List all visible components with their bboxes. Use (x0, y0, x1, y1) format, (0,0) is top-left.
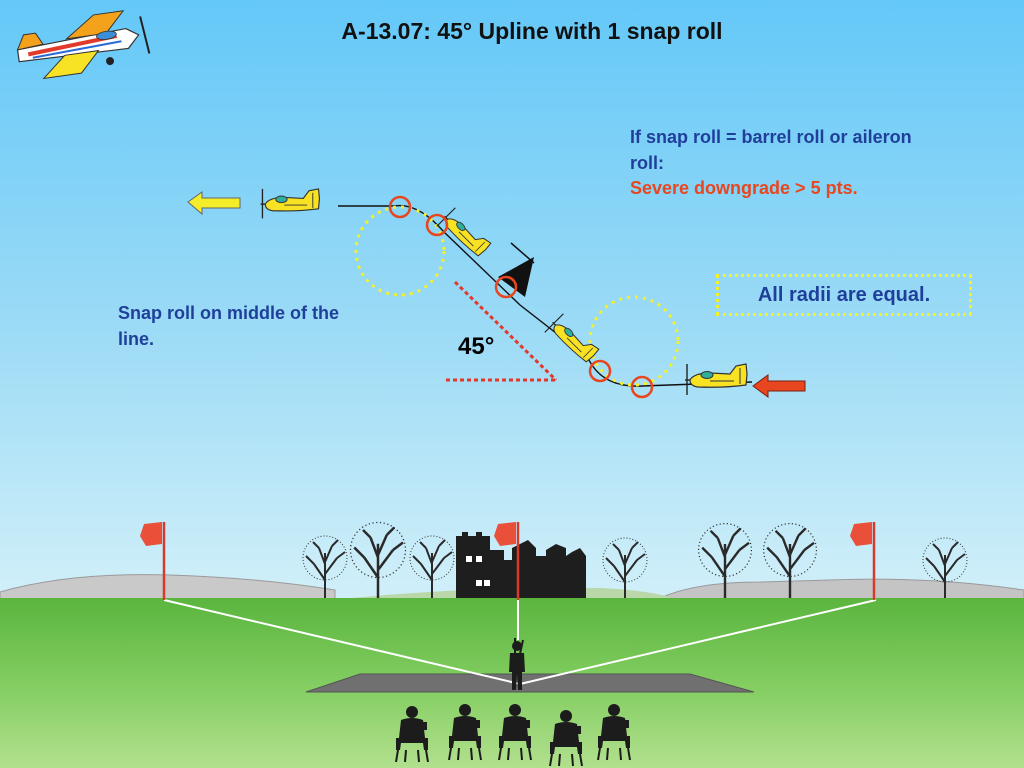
radii-note: All radii are equal. (716, 274, 972, 316)
logo-airplane (16, 10, 151, 80)
snap-roll-symbol (498, 242, 535, 297)
marker-circle (388, 195, 412, 219)
airplane-upline-upper (434, 205, 493, 264)
airplane-exit (259, 188, 321, 220)
snap-roll-condition-note: If snap roll = barrel roll or aileron ro… (630, 127, 912, 173)
marker-circle (425, 213, 449, 237)
exit-direction-arrow (187, 191, 241, 216)
airplane-entry (684, 363, 748, 396)
downgrade-note: Severe downgrade > 5 pts. (630, 178, 858, 198)
castle-ruin (456, 532, 586, 600)
radius-circle-top (354, 205, 446, 297)
box-markers (140, 522, 877, 685)
entry-direction-arrow (752, 374, 806, 398)
marker-circle (630, 375, 654, 399)
marker-circles (388, 195, 654, 399)
flag-left (140, 522, 166, 600)
marker-circle (588, 359, 612, 383)
slide-title: A-13.07: 45° Upline with 1 snap roll (341, 18, 723, 44)
middle-of-line-note: Snap roll on middle of the line. (118, 303, 340, 349)
radius-circle-bottom (588, 295, 680, 387)
angle-reference (446, 280, 558, 382)
angle-label: 45° (458, 333, 495, 360)
runway (305, 673, 755, 693)
flag-right (850, 522, 876, 600)
flag-center (494, 522, 520, 600)
marker-circle (494, 275, 518, 299)
flight-path (338, 204, 753, 387)
